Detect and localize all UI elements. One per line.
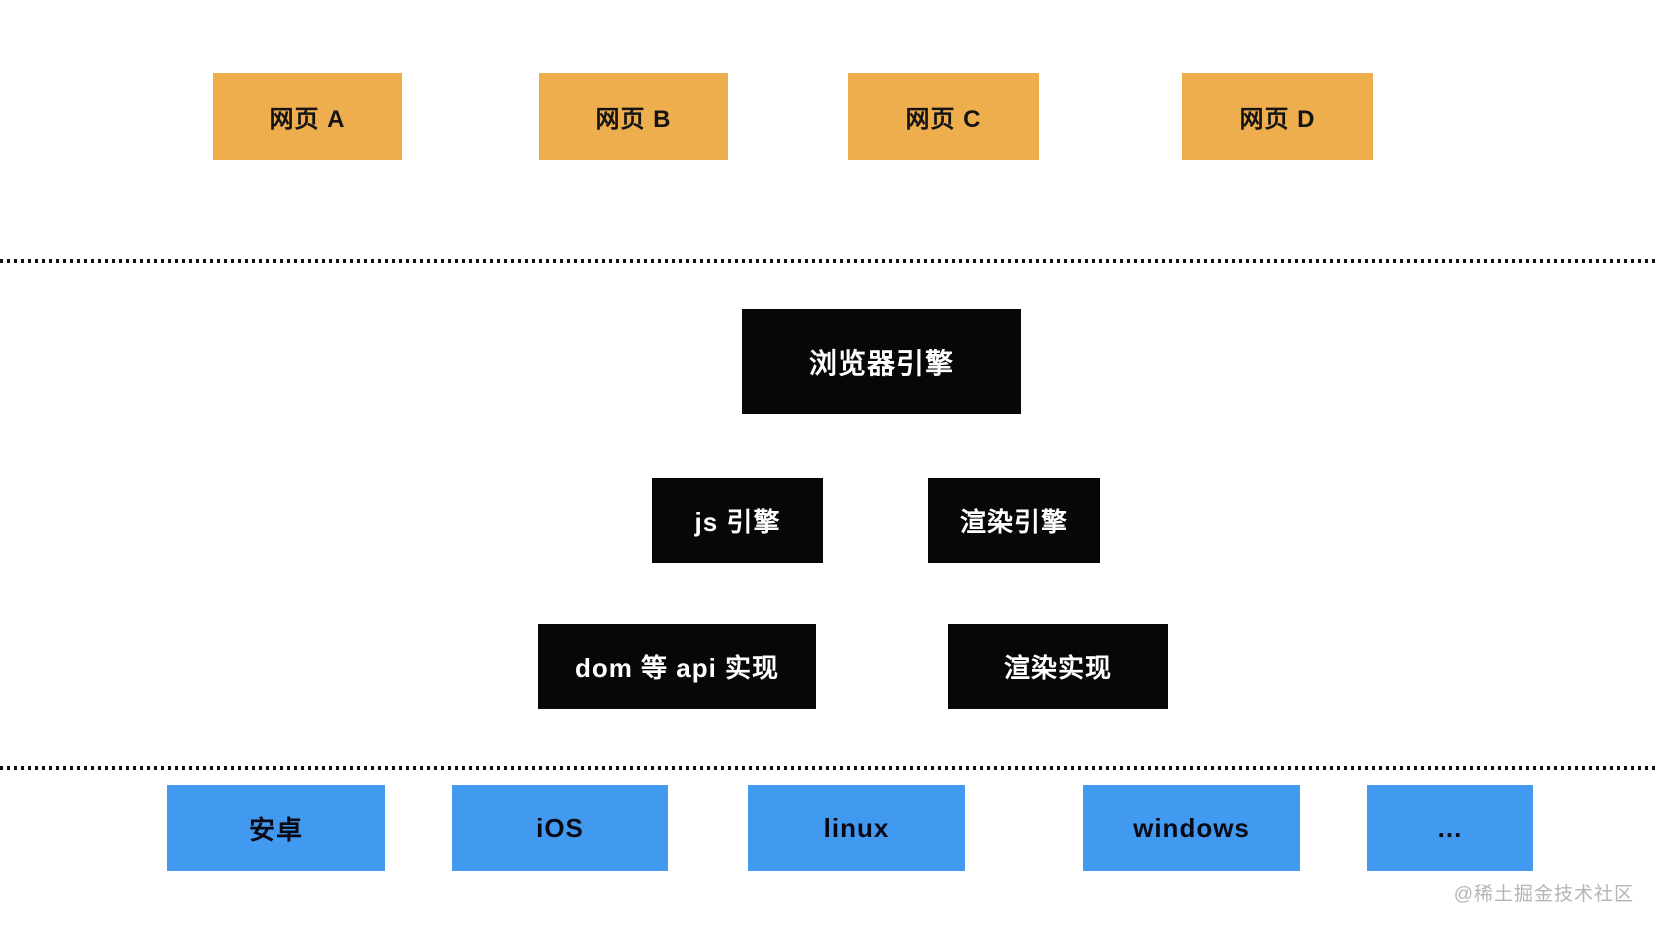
web-page-d-label: 网页 D — [1239, 106, 1316, 133]
watermark-text: @稀土掘金技术社区 — [1453, 884, 1634, 905]
web-page-a-label: 网页 A — [269, 106, 346, 133]
platform-linux-box: linux — [748, 785, 965, 871]
platform-more-label: ... — [1437, 812, 1463, 843]
render-impl-label: 渲染实现 — [1003, 653, 1112, 683]
dom-api-impl-box: dom 等 api 实现 — [538, 624, 816, 709]
web-page-b-box: 网页 B — [539, 73, 728, 160]
platform-android-box: 安卓 — [167, 785, 385, 871]
js-engine-box: js 引擎 — [652, 478, 823, 563]
browser-engine-label: 浏览器引擎 — [808, 347, 954, 379]
render-impl-box: 渲染实现 — [948, 624, 1168, 709]
platform-ios-label: iOS — [536, 812, 584, 843]
platform-windows-box: windows — [1083, 785, 1300, 871]
web-page-d-box: 网页 D — [1182, 73, 1373, 160]
platform-more-box: ... — [1367, 785, 1533, 871]
render-engine-box: 渲染引擎 — [928, 478, 1100, 563]
js-engine-label: js 引擎 — [694, 507, 781, 537]
platform-windows-label: windows — [1133, 812, 1250, 843]
web-page-c-label: 网页 C — [905, 106, 982, 133]
browser-engine-box: 浏览器引擎 — [742, 309, 1021, 414]
platform-android-label: 安卓 — [248, 814, 303, 845]
dotted-divider-bottom — [0, 766, 1656, 770]
web-page-b-label: 网页 B — [595, 106, 672, 133]
web-page-a-box: 网页 A — [213, 73, 402, 160]
platform-ios-box: iOS — [452, 785, 668, 871]
dom-api-impl-label: dom 等 api 实现 — [574, 653, 780, 683]
platform-linux-label: linux — [823, 812, 890, 843]
web-page-c-box: 网页 C — [848, 73, 1039, 160]
render-engine-label: 渲染引擎 — [959, 507, 1068, 537]
dotted-divider-top — [0, 259, 1656, 263]
